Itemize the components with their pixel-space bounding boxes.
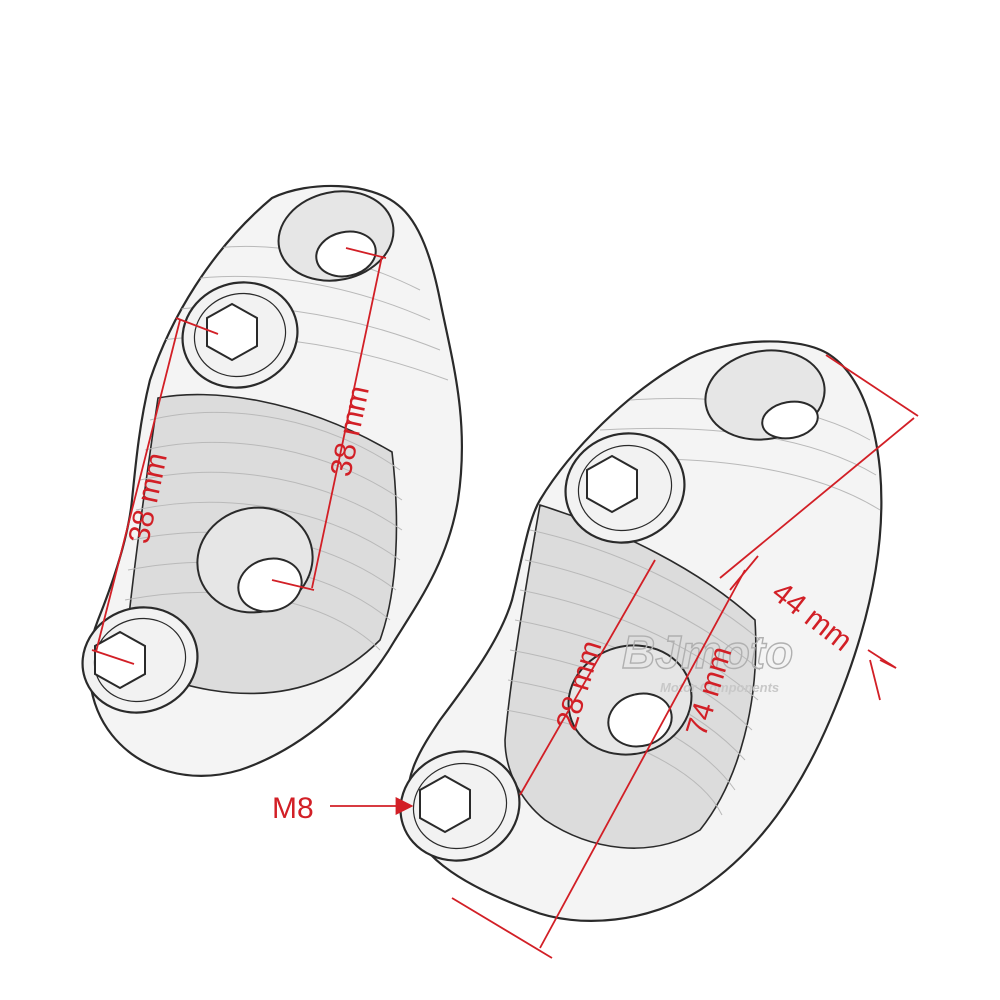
left-riser-top-bolt — [181, 281, 299, 389]
dim-line-right-part-length — [539, 569, 746, 949]
hex-socket-icon — [586, 454, 638, 514]
right-riser-bottom-bolt — [399, 750, 521, 862]
bolt-size-label: M8 — [272, 792, 314, 825]
right-riser-top-hole — [704, 349, 826, 441]
hex-socket-icon — [419, 774, 471, 834]
right-riser-part — [399, 340, 883, 922]
left-riser-part — [81, 184, 463, 777]
right-part-dimensions — [451, 354, 919, 959]
left-part-dimensions — [91, 247, 387, 665]
right-riser-top-bolt — [564, 432, 686, 544]
hex-socket-icon — [206, 302, 258, 362]
dim-line-right-part-width — [719, 417, 915, 579]
left-riser-top-hole — [277, 190, 395, 282]
left-riser-bottom-bolt — [81, 606, 199, 714]
dim-line-left-part-left — [95, 319, 181, 653]
dim-line-right-part-inner — [519, 559, 656, 796]
dim-line-left-part-right — [311, 255, 383, 589]
brand-watermark: BJmoto Motor Components — [621, 625, 794, 695]
watermark-brand-text: BJmoto — [622, 626, 793, 678]
right-riser-bar-hole — [567, 644, 693, 756]
watermark-tagline-text: Motor Components — [660, 680, 779, 695]
left-riser-bar-hole — [196, 506, 314, 614]
